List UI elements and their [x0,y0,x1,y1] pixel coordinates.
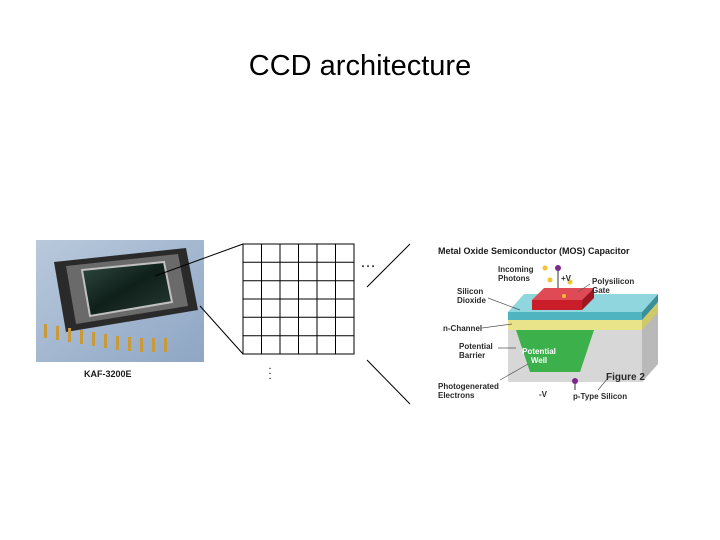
horizontal-ellipsis: … [360,254,377,271]
incoming-photons-label: Incoming Photons [498,265,534,283]
p-type-silicon-label: p-Type Silicon [573,392,628,401]
plus-v-label: +V [561,274,572,283]
mos-capacitor-diagram [481,265,658,391]
minus-v-label: -V [539,390,547,399]
photogenerated-electrons-label: Photogenerated Electrons [438,382,499,400]
silicon-dioxide-label: Silicon Dioxide [457,287,486,305]
plus-v-terminal [555,265,561,271]
potential-well-label: Potential Well [522,347,556,365]
vertical-ellipsis: ... [268,360,272,382]
mos-title: Metal Oxide Semiconductor (MOS) Capacito… [438,246,630,256]
ccd-chip-image [36,240,204,362]
n-channel-label: n-Channel [443,324,483,333]
slide-title: CCD architecture [248,50,472,82]
potential-well-shape [516,330,594,372]
potential-barrier-label: Potential Barrier [459,342,493,360]
figure-label: Figure 2 [606,372,645,383]
chip-caption: KAF-3200E [84,369,132,379]
polysilicon-gate-label: Polysilicon Gate [592,277,635,295]
minus-v-terminal [572,378,578,384]
